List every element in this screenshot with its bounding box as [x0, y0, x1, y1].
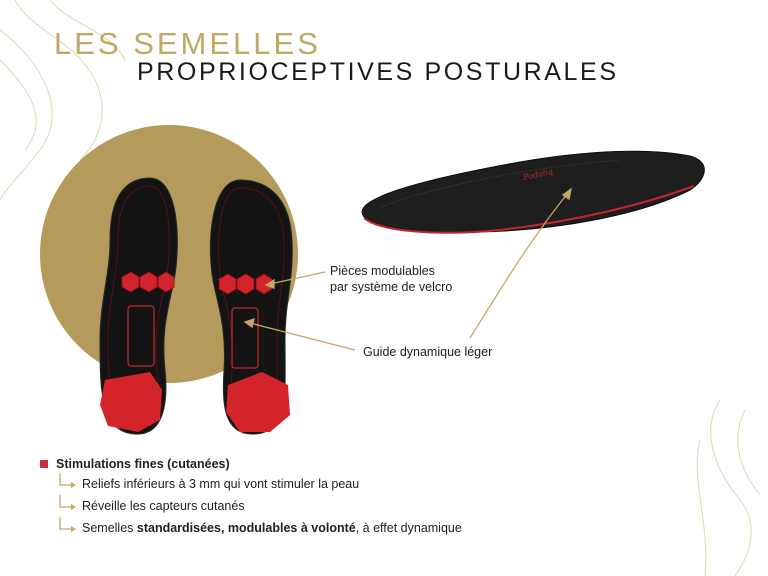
annotation-guide: Guide dynamique léger — [363, 345, 493, 359]
side-insole: Podoliq — [361, 150, 705, 234]
list-item-text: Reliefs inférieurs à 3 mm qui vont stimu… — [82, 477, 360, 491]
corner-arrow-icon — [59, 517, 76, 532]
list-item: Semelles standardisées, modulables à vol… — [40, 517, 462, 539]
annotation-pieces-line1: Pièces modulables — [330, 264, 435, 278]
annotation-pieces: Pièces modulables par système de velcro — [330, 263, 452, 295]
right-insole — [209, 179, 293, 435]
title-line-2: PROPRIOCEPTIVES POSTURALES — [137, 58, 619, 86]
bullet-list: Stimulations fines (cutanées) Reliefs in… — [40, 455, 462, 539]
annotation-arrows — [243, 187, 572, 351]
list-item: Réveille les capteurs cutanés — [40, 495, 462, 517]
list-item-text: Réveille les capteurs cutanés — [82, 499, 245, 513]
bullet-heading-text: Stimulations fines (cutanées) — [56, 457, 230, 471]
corner-arrow-icon — [59, 473, 76, 488]
list-item: Reliefs inférieurs à 3 mm qui vont stimu… — [40, 473, 462, 495]
list-item-text-pre: Semelles — [82, 521, 137, 535]
list-item-text-bold: standardisées, modulables à volonté — [136, 521, 356, 535]
corner-arrow-icon — [59, 495, 76, 510]
red-square-bullet-icon — [40, 460, 48, 468]
left-insole — [99, 177, 178, 435]
list-item-text-post: , à effet dynamique — [355, 521, 462, 535]
title-line-1: LES SEMELLES — [54, 26, 321, 61]
bullet-heading: Stimulations fines (cutanées) — [40, 455, 462, 473]
annotation-pieces-line2: par système de velcro — [330, 280, 453, 294]
